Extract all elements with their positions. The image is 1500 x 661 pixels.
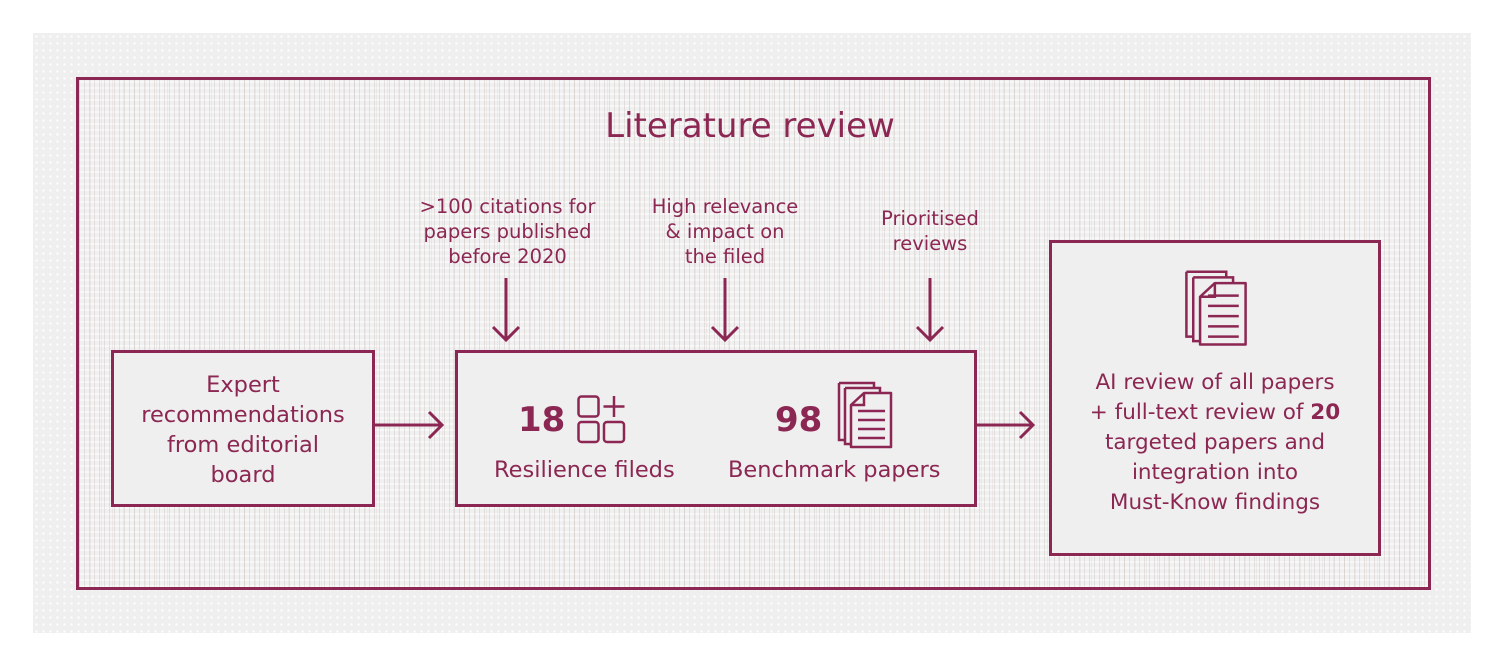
criterion-line: papers published <box>423 220 592 243</box>
arrow-right-to-result <box>977 410 1036 440</box>
expert-recommendations-box: Expert recommendations from editorial bo… <box>111 350 375 507</box>
ai-review-box: AI review of all papers + full-text revi… <box>1049 240 1381 556</box>
criterion-line: >100 citations for <box>419 195 596 218</box>
result-line: AI review of all papers <box>1095 370 1335 395</box>
source-line: board <box>210 462 276 488</box>
arrow-down-relevance <box>710 278 740 343</box>
criterion-line: Prioritised <box>881 207 979 230</box>
fields-count: 18 <box>518 400 566 440</box>
result-line: Must-Know findings <box>1109 490 1321 515</box>
result-line: integration into <box>1131 460 1299 485</box>
criterion-line: & impact on <box>665 220 785 243</box>
arrow-down-citations <box>491 278 521 343</box>
result-box-text: AI review of all papers + full-text revi… <box>1052 368 1378 518</box>
arrow-right-to-stats <box>374 410 445 440</box>
criterion-relevance: High relevance & impact on the filed <box>630 194 820 269</box>
diagram-title: Literature review <box>605 106 895 146</box>
criterion-line: the filed <box>684 245 766 268</box>
result-line-prefix: + full-text review of <box>1089 400 1311 425</box>
criterion-line: High relevance <box>651 195 799 218</box>
criterion-reviews: Prioritised reviews <box>850 206 1010 256</box>
criterion-citations: >100 citations for papers published befo… <box>400 194 615 269</box>
papers-label: Benchmark papers <box>728 457 941 483</box>
source-line: Expert <box>206 372 280 398</box>
targeted-papers-count: 20 <box>1310 400 1341 425</box>
source-box-text: Expert recommendations from editorial bo… <box>114 370 372 490</box>
criterion-line: reviews <box>892 232 968 255</box>
fields-label: Resilience fileds <box>494 457 675 483</box>
benchmark-stats-box: 18 Resilience fileds 98 Benchmark papers <box>455 350 977 507</box>
documents-stack-icon <box>837 381 893 449</box>
criterion-line: before 2020 <box>448 245 567 268</box>
result-line: targeted papers and <box>1104 430 1326 455</box>
source-line: recommendations <box>141 402 345 428</box>
documents-stack-icon <box>1185 270 1247 346</box>
grid-plus-icon <box>577 395 626 444</box>
result-line: + full-text review of 20 <box>1052 398 1378 428</box>
arrow-down-reviews <box>915 278 945 343</box>
source-line: from editorial <box>166 432 320 458</box>
papers-count: 98 <box>775 400 823 440</box>
